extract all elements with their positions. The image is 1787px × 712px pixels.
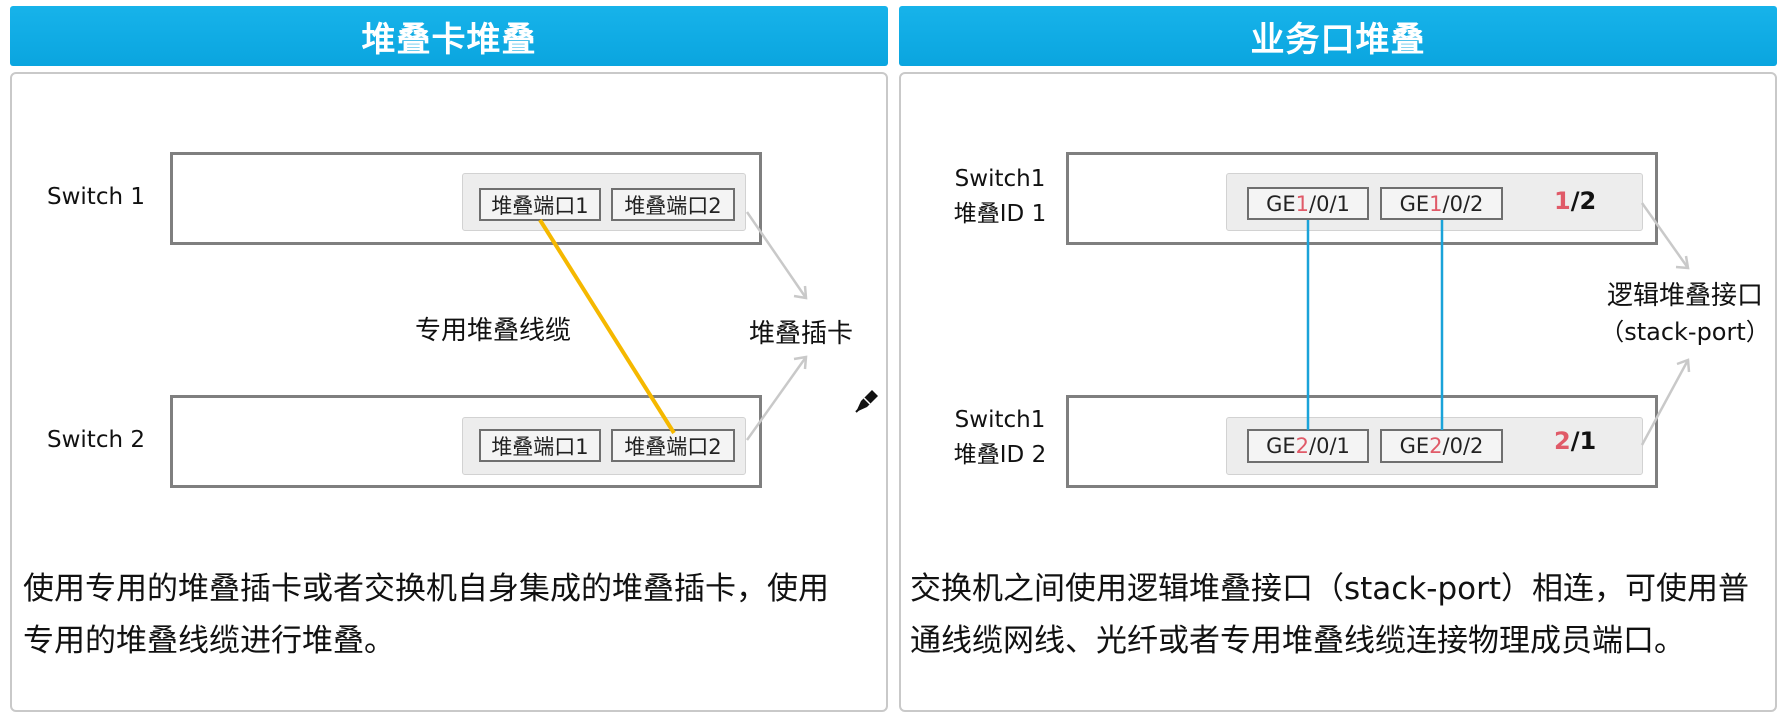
right-description-line-2: 通线缆网线、光纤或者专用堆叠线缆连接物理成员端口。 (910, 623, 1685, 659)
right-switch-1-stack-id: 堆叠ID 1 (953, 201, 1047, 227)
switch-2-stack-port-2: 堆叠端口2 (611, 429, 735, 462)
switch-1-stack-port-1: 堆叠端口1 (479, 188, 601, 221)
left-panel-header: 堆叠卡堆叠 (10, 6, 888, 66)
right-switch-2-name: Switch1 (954, 407, 1046, 433)
right-description-line-1: 交换机之间使用逻辑堆叠接口（stack-port）相连，可使用普 (910, 571, 1750, 607)
right-description: 交换机之间使用逻辑堆叠接口（stack-port）相连，可使用普 通线缆网线、光… (910, 563, 1776, 667)
right-sw1-stack-port-id: 1/2 (1554, 187, 1597, 215)
left-description-line-1: 使用专用的堆叠插卡或者交换机自身集成的堆叠插卡，使用 (23, 571, 829, 607)
logical-stack-port-label: 逻辑堆叠接口 （stack-port） (1594, 278, 1776, 350)
stack-port-pointer-top-arrowhead (1675, 255, 1690, 270)
pen-cursor-icon (855, 390, 878, 413)
card-pointer-bottom-arrowhead (793, 355, 808, 370)
left-panel-title: 堆叠卡堆叠 (361, 19, 537, 60)
switch-2-label: Switch 2 (47, 427, 145, 453)
switch-2-stack-port-1: 堆叠端口1 (479, 429, 601, 462)
stack-cable-line (538, 218, 676, 435)
stack-port-pointer-top (1640, 202, 1690, 269)
card-pointer-top (745, 211, 808, 299)
left-description-line-2: 专用的堆叠线缆进行堆叠。 (23, 623, 395, 659)
right-sw2-stack-port-id: 2/1 (1554, 427, 1597, 455)
stack-card-label: 堆叠插卡 (749, 319, 854, 349)
connectors-layer (538, 202, 1691, 446)
right-switch-1-name: Switch1 (954, 166, 1046, 192)
switch-1-label: Switch 1 (47, 184, 145, 210)
right-switch-2-label: Switch1 堆叠ID 2 (945, 403, 1055, 473)
stack-port-pointer-bottom-arrowhead (1676, 358, 1691, 373)
stack-cable-label: 专用堆叠线缆 (415, 316, 572, 346)
logical-stack-port-name: 逻辑堆叠接口 (1606, 281, 1763, 311)
right-switch-1-label: Switch1 堆叠ID 1 (945, 162, 1055, 232)
stack-port-pointer-bottom (1640, 359, 1690, 446)
switch-1-stack-port-2: 堆叠端口2 (611, 188, 735, 221)
card-pointer-top-arrowhead (793, 285, 808, 300)
logical-stack-port-sub: （stack-port） (1600, 318, 1770, 346)
right-panel-header: 业务口堆叠 (899, 6, 1777, 66)
card-pointer-bottom (745, 356, 808, 441)
right-switch-2-stack-id: 堆叠ID 2 (953, 442, 1047, 468)
left-description: 使用专用的堆叠插卡或者交换机自身集成的堆叠插卡，使用 专用的堆叠线缆进行堆叠。 (23, 563, 883, 667)
right-panel-title: 业务口堆叠 (1250, 19, 1426, 60)
